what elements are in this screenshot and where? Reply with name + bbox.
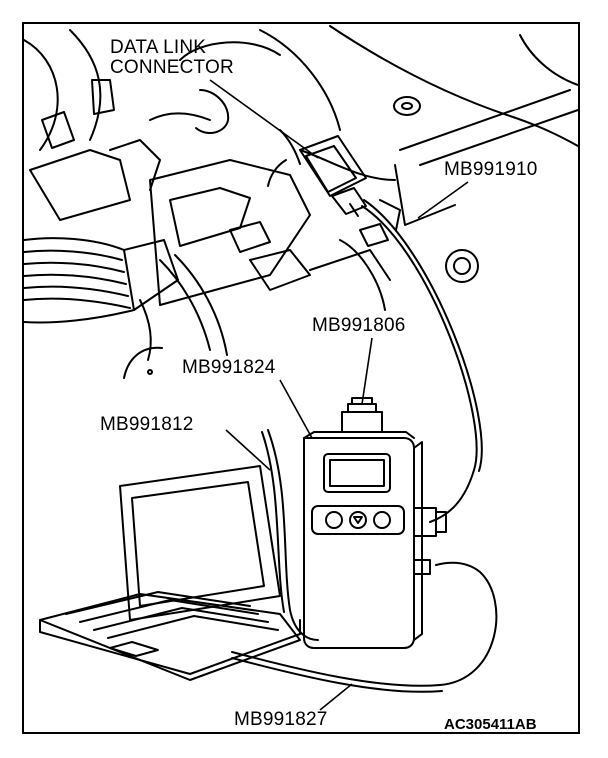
figure-code: AC305411AB	[444, 716, 537, 733]
label-data-link-line2: CONNECTOR	[110, 57, 234, 78]
cable-mb991827	[231, 561, 498, 687]
vehicle-dashboard-area	[23, 25, 579, 379]
label-mb991910: MB991910	[444, 159, 538, 180]
label-mb991806: MB991806	[312, 315, 406, 336]
label-mb991824: MB991824	[182, 357, 276, 378]
label-mb991827: MB991827	[234, 709, 328, 730]
cable-mb991910	[361, 205, 478, 523]
label-mb991812: MB991812	[100, 414, 194, 435]
cable-mb991812	[267, 429, 319, 641]
laptop-pc	[39, 465, 301, 681]
label-data-link-line1: DATA LINK	[110, 37, 207, 58]
steering-column	[23, 237, 179, 361]
scan-tool-mb991824	[303, 397, 447, 649]
